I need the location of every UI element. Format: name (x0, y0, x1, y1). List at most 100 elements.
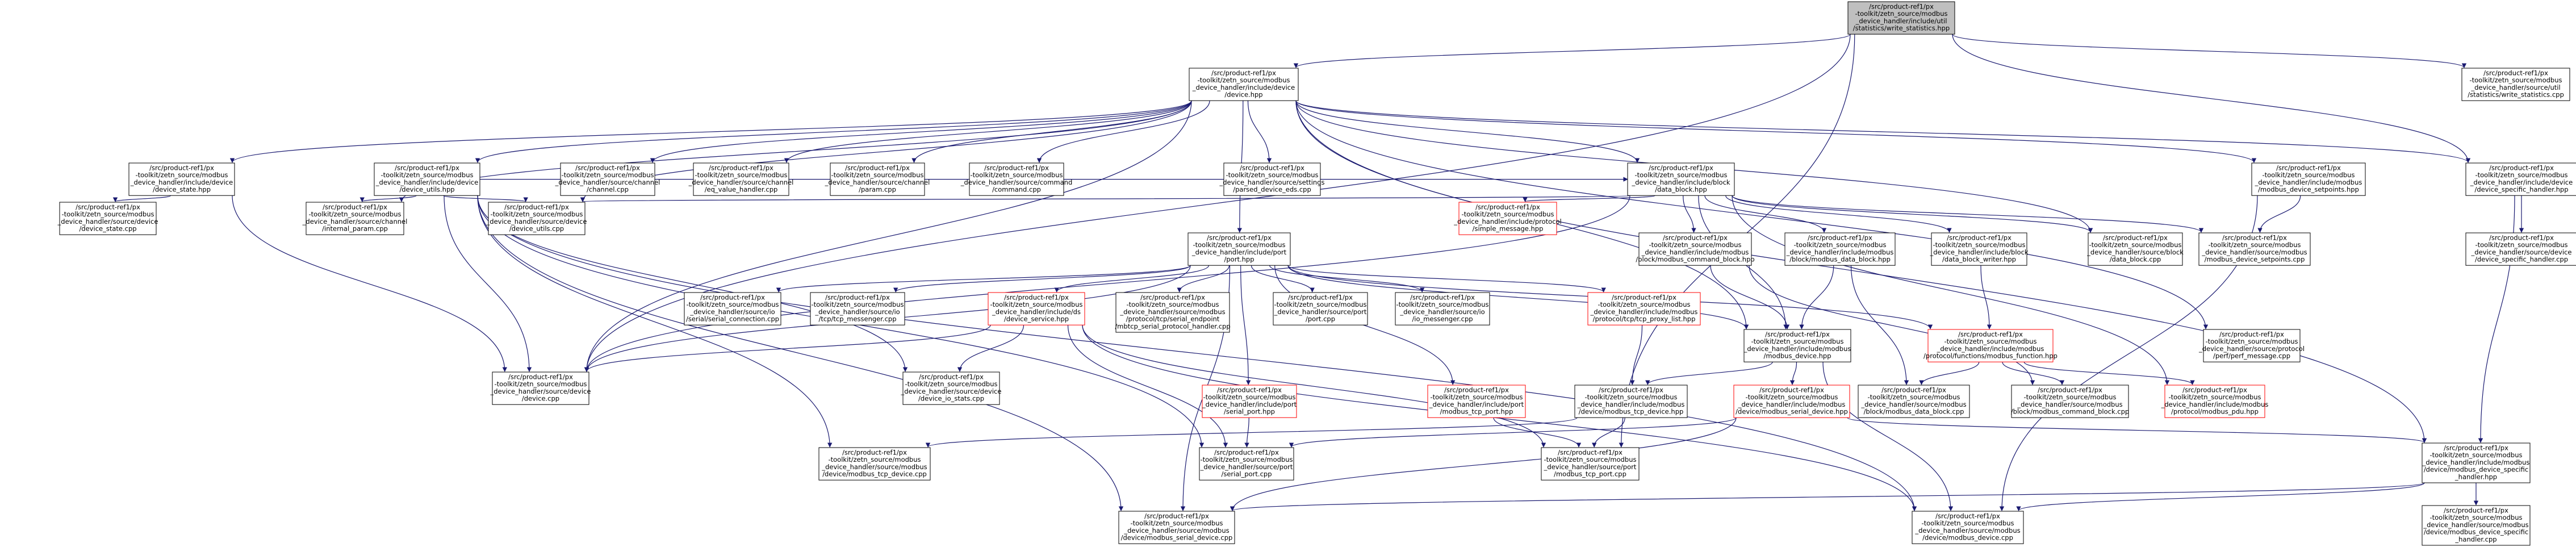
include-edge (1295, 101, 2256, 163)
node-label-line: _device_handler/source/channel (555, 178, 660, 186)
file-node-device-utils-hpp[interactable]: /src/product-ref1/px-toolkit/zetn_source… (374, 162, 480, 196)
node-label-line: -toolkit/zetn_source/modbus (2089, 241, 2181, 249)
file-node-device-cpp[interactable]: /src/product-ref1/px-toolkit/zetn_source… (490, 371, 591, 405)
include-edge (1177, 265, 1230, 293)
include-edge (582, 195, 1630, 202)
file-node-ws-h[interactable]: /src/product-ref1/px-toolkit/zetn_source… (1847, 1, 1955, 35)
file-node-specific-handler-hpp[interactable]: /src/product-ref1/px-toolkit/zetn_source… (2465, 162, 2576, 196)
node-label-line: /src/product-ref1/px (842, 448, 907, 456)
node-label-line: -toolkit/zetn_source/modbus (308, 210, 401, 218)
node-label-line: /device/modbus_device_specific (2424, 466, 2528, 474)
node-box (1541, 447, 1640, 481)
node-label-line: _device_handler/source/io (689, 308, 775, 316)
file-node-port-hpp[interactable]: /src/product-ref1/px-toolkit/zetn_source… (1187, 232, 1291, 266)
file-node-modbus-device-cpp[interactable]: /src/product-ref1/px-toolkit/zetn_source… (1912, 511, 2024, 544)
file-node-serial-device-hpp[interactable]: /src/product-ref1/px-toolkit/zetn_source… (1733, 385, 1850, 418)
file-node-port-cpp[interactable]: /src/product-ref1/px-toolkit/zetn_source… (1273, 292, 1368, 325)
file-node-modbus-device-hpp[interactable]: /src/product-ref1/px-toolkit/zetn_source… (1743, 329, 1851, 362)
node-box (1202, 385, 1297, 418)
node-label-line: /src/product-ref1/px (1211, 69, 1276, 77)
file-node-modbus-function-hpp[interactable]: /src/product-ref1/px-toolkit/zetn_source… (1923, 329, 2058, 362)
file-node-modbus-data-block-hpp[interactable]: /src/product-ref1/px-toolkit/zetn_source… (1784, 232, 1896, 266)
node-box (2088, 232, 2183, 266)
file-node-setpoints-cpp[interactable]: /src/product-ref1/px-toolkit/zetn_source… (2198, 232, 2311, 266)
node-box (693, 162, 789, 196)
file-node-cmd-block-hpp[interactable]: /src/product-ref1/px-toolkit/zetn_source… (1636, 232, 1755, 266)
file-node-proxy-list-hpp[interactable]: /src/product-ref1/px-toolkit/zetn_source… (1587, 292, 1701, 325)
node-box (902, 371, 1000, 405)
file-node-tcp-port-cpp[interactable]: /src/product-ref1/px-toolkit/zetn_source… (1541, 447, 1640, 481)
node-box (1784, 232, 1896, 266)
node-box (374, 162, 480, 196)
node-label-line: /src/product-ref1/px (2038, 386, 2102, 394)
file-node-parsed-eds-cpp[interactable]: /src/product-ref1/px-toolkit/zetn_source… (1219, 162, 1325, 196)
node-label-line: /modbus_tcp_port.cpp (1554, 470, 1626, 478)
file-node-io-messenger-cpp[interactable]: /src/product-ref1/px-toolkit/zetn_source… (1395, 292, 1490, 325)
node-label-line: _device_handler/include/modbus (1641, 248, 1749, 256)
node-box (488, 202, 586, 235)
include-edge (477, 195, 1917, 511)
node-label-line: -toolkit/zetn_source/modbus (1274, 300, 1366, 308)
node-label-line: /device_service.hpp (1004, 315, 1069, 323)
file-node-serial-port-hpp[interactable]: /src/product-ref1/px-toolkit/zetn_source… (1202, 385, 1297, 418)
file-node-cmd-block-cpp[interactable]: /src/product-ref1/px-toolkit/zetn_source… (2011, 385, 2129, 418)
node-label-line: -toolkit/zetn_source/modbus (1226, 171, 1318, 179)
node-label-line: _device_handler/include/device (2470, 178, 2573, 186)
file-node-channel-cpp[interactable]: /src/product-ref1/px-toolkit/zetn_source… (555, 162, 660, 196)
file-node-data-block-hpp[interactable]: /src/product-ref1/px-toolkit/zetn_source… (1627, 162, 1735, 196)
node-box (1733, 385, 1850, 418)
file-node-simple-message-hpp[interactable]: /src/product-ref1/px-toolkit/zetn_source… (1453, 202, 1562, 235)
include-edge (1230, 482, 2425, 511)
node-label-line: /src/product-ref1/px (1288, 293, 1353, 301)
node-label-line: _device_handler/include/modbus (1786, 248, 1894, 256)
file-node-specific-handler-cpp[interactable]: /src/product-ref1/px-toolkit/zetn_source… (2465, 232, 2576, 266)
node-box (560, 162, 655, 196)
node-label-line: /tcp/tcp_messenger.cpp (818, 315, 896, 323)
file-node-mb-specific-handler-cpp[interactable]: /src/product-ref1/px-toolkit/zetn_source… (2422, 505, 2531, 546)
file-node-device-state-hpp[interactable]: /src/product-ref1/px-toolkit/zetn_source… (128, 162, 235, 196)
node-label-line: _device_handler/source/modbus (2423, 521, 2528, 529)
include-edge (1630, 325, 1643, 385)
node-label-line: _device_handler/include/modbus (1743, 345, 1851, 353)
node-label-line: /src/product-ref1/px (1475, 203, 1540, 211)
file-node-tcp-messenger-cpp[interactable]: /src/product-ref1/px-toolkit/zetn_source… (810, 292, 905, 325)
file-node-param-cpp[interactable]: /src/product-ref1/px-toolkit/zetn_source… (825, 162, 930, 196)
file-node-device-utils-cpp[interactable]: /src/product-ref1/px-toolkit/zetn_source… (486, 202, 587, 235)
file-node-serial-port-cpp[interactable]: /src/product-ref1/px-toolkit/zetn_source… (1199, 447, 1294, 481)
include-edge (1289, 417, 1737, 448)
node-box (1847, 1, 1955, 35)
file-node-internal-param-cpp[interactable]: /src/product-ref1/px-toolkit/zetn_source… (302, 202, 408, 235)
node-label-line: /src/product-ref1/px (2182, 386, 2247, 394)
file-node-data-block-cpp[interactable]: /src/product-ref1/px-toolkit/zetn_source… (2086, 232, 2184, 266)
node-box (1638, 232, 1752, 266)
file-node-tcp-device-cpp[interactable]: /src/product-ref1/px-toolkit/zetn_source… (818, 447, 931, 481)
node-label-line: _handler.hpp (2454, 473, 2497, 481)
file-node-ws-cpp[interactable]: /src/product-ref1/px-toolkit/zetn_source… (2461, 68, 2570, 101)
file-node-perf-message-cpp[interactable]: /src/product-ref1/px-toolkit/zetn_source… (2198, 329, 2305, 362)
file-node-setpoints-hpp[interactable]: /src/product-ref1/px-toolkit/zetn_source… (2251, 162, 2366, 196)
file-node-command-cpp[interactable]: /src/product-ref1/px-toolkit/zetn_source… (960, 162, 1073, 196)
file-node-device-hpp[interactable]: /src/product-ref1/px-toolkit/zetn_source… (1189, 68, 1299, 101)
file-node-serial-conn-cpp[interactable]: /src/product-ref1/px-toolkit/zetn_source… (684, 292, 781, 325)
file-node-tcp-device-hpp[interactable]: /src/product-ref1/px-toolkit/zetn_source… (1574, 385, 1688, 418)
node-label-line: -toolkit/zetn_source/modbus (828, 456, 921, 464)
file-node-pdu-hpp[interactable]: /src/product-ref1/px-toolkit/zetn_source… (2161, 385, 2269, 418)
node-box (1427, 385, 1526, 418)
file-node-eq-value-cpp[interactable]: /src/product-ref1/px-toolkit/zetn_source… (688, 162, 794, 196)
file-node-modbus-data-block-cpp[interactable]: /src/product-ref1/px-toolkit/zetn_source… (1858, 385, 1970, 418)
node-label-line: _device_handler/include/modbus (2161, 400, 2269, 408)
file-node-serial-device-cpp[interactable]: /src/product-ref1/px-toolkit/zetn_source… (1118, 511, 1235, 544)
node-box (1931, 232, 2027, 266)
file-node-io-stats-cpp[interactable]: /src/product-ref1/px-toolkit/zetn_source… (901, 371, 1002, 405)
file-node-mbtcp-handler-cpp[interactable]: /src/product-ref1/px-toolkit/zetn_source… (1115, 292, 1231, 333)
include-edge (2257, 195, 2301, 233)
file-node-tcp-port-hpp[interactable]: /src/product-ref1/px-toolkit/zetn_source… (1427, 385, 1526, 418)
file-node-block-writer-hpp[interactable]: /src/product-ref1/px-toolkit/zetn_source… (1929, 232, 2029, 266)
node-label-line: /device_utils.cpp (509, 225, 564, 233)
file-node-mb-specific-handler-hpp[interactable]: /src/product-ref1/px-toolkit/zetn_source… (2422, 442, 2531, 483)
file-node-device-service-hpp[interactable]: /src/product-ref1/px-toolkit/zetn_source… (988, 292, 1085, 325)
file-node-device-state-cpp[interactable]: /src/product-ref1/px-toolkit/zetn_source… (57, 202, 158, 235)
node-box (59, 202, 157, 235)
node-box (988, 292, 1085, 325)
node-label-line: _device_handler/include/modbus (1738, 400, 1846, 408)
